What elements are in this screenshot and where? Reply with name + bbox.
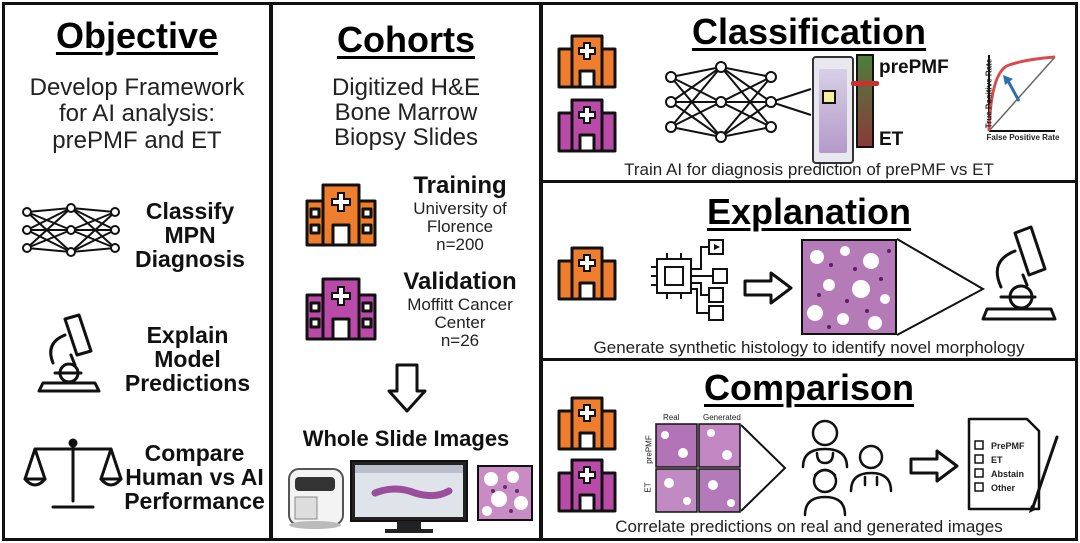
classification-title: Classification [691, 11, 927, 52]
compare-line-2: Human vs AI [125, 464, 264, 491]
neural-network-icon [22, 203, 120, 257]
training-line-2: Florence [426, 217, 494, 237]
grid-row-prepmf: prePMF [644, 435, 654, 464]
grid-col-real: Real [663, 413, 680, 422]
validation-label: Validation [403, 268, 517, 295]
item-classify: Classify MPN Diagnosis [115, 198, 265, 273]
goal-line-1: Develop Framework [29, 74, 245, 101]
hospital-orange-icon [305, 183, 377, 247]
objective-panel: Objective Develop Framework for AI analy… [2, 2, 272, 541]
objective-goal: Develop Framework for AI analysis: prePM… [5, 74, 269, 154]
wsi-zoom-tile [477, 465, 533, 521]
hospital-purple-icon [557, 98, 617, 153]
option-et: ET [991, 455, 1003, 465]
hospital-purple-icon [305, 277, 377, 341]
roc-curve-icon [987, 55, 1056, 132]
pathologists-icon [801, 419, 893, 517]
compare-line-3: Performance [124, 488, 265, 515]
comparison-caption: Correlate predictions on real and genera… [615, 517, 1003, 536]
neural-network-icon [665, 61, 812, 143]
answer-sheet-icon [967, 417, 1059, 513]
glass-slide-icon [812, 56, 854, 164]
grid-col-generated: Generated [703, 413, 741, 422]
option-prepmf: PrePMF [991, 441, 1025, 451]
validation-n: n=26 [440, 330, 480, 350]
option-other: Other [991, 483, 1016, 493]
classification-panel: Classification [540, 2, 1078, 184]
right-arrow-icon [743, 271, 793, 305]
zoom-triangle [896, 238, 986, 336]
explanation-caption: Generate synthetic histology to identify… [593, 338, 1025, 357]
comparison-title: Comparison [703, 367, 915, 408]
validation-line-2: Center [434, 313, 486, 333]
hospital-orange-icon [557, 246, 617, 301]
validation-line-1: Moffitt Cancer [407, 295, 513, 315]
hospital-orange-icon [557, 34, 617, 89]
goal-line-2: for AI analysis: [58, 100, 216, 128]
training-label: Training [413, 172, 507, 199]
training-cohort: Training University of Florence n=200 [385, 173, 535, 254]
wsi-label: Whole Slide Images [302, 426, 510, 451]
explanation-title: Explanation [706, 191, 912, 232]
synthetic-histology-tile [801, 239, 897, 335]
down-arrow-icon [387, 363, 427, 413]
comparison-panel: Comparison Real Generated prePMF ET [540, 358, 1078, 541]
histology-grid [655, 423, 741, 513]
roc-xlabel: False Positive Rate [986, 133, 1060, 142]
classify-line-2: MPN [164, 222, 216, 249]
slide-scanner-icon [288, 468, 344, 529]
cohorts-title: Cohorts [337, 19, 475, 60]
hospital-orange-icon [557, 396, 617, 451]
monitor-icon [350, 460, 468, 533]
cohorts-panel: Cohorts Digitized H&E Bone Marrow Biopsy… [270, 2, 542, 541]
probability-bar [851, 54, 879, 148]
hospital-purple-icon [557, 458, 617, 513]
desc-line-3: Biopsy Slides [333, 124, 479, 152]
classify-line-3: Diagnosis [135, 246, 245, 273]
validation-cohort: Validation Moffitt Cancer Center n=26 [381, 269, 539, 350]
cohorts-description: Digitized H&E Bone Marrow Biopsy Slides [273, 75, 539, 151]
right-arrow-icon [909, 449, 959, 483]
goal-line-3: prePMF and ET [52, 126, 222, 154]
training-n: n=200 [436, 234, 484, 254]
explanation-panel: Explanation [540, 180, 1078, 362]
training-line-1: University of [413, 199, 507, 219]
item-explain: Explain Model Predictions [105, 322, 269, 397]
zoom-triangle [740, 424, 787, 512]
explain-line-1: Explain [146, 322, 229, 348]
label-prepmf: prePMF [879, 57, 949, 78]
microscope-icon [981, 225, 1057, 321]
balance-scale-icon [23, 438, 123, 509]
item-compare: Compare Human vs AI Performance [117, 440, 269, 515]
objective-title: Objective [55, 15, 219, 56]
answer-options: PrePMF ET Abstain Other [991, 439, 1025, 495]
classify-line-1: Classify [145, 198, 235, 224]
option-abstain: Abstain [991, 469, 1025, 479]
classification-caption: Train AI for diagnosis prediction of pre… [624, 160, 994, 179]
microscope-icon [37, 313, 101, 393]
grid-row-et: ET [643, 482, 653, 493]
explain-line-3: Predictions [124, 370, 251, 397]
roc-ylabel: True Positive Rate [984, 58, 994, 129]
compare-line-1: Compare [144, 440, 245, 466]
desc-line-2: Bone Marrow [334, 99, 478, 127]
desc-line-1: Digitized H&E [331, 74, 481, 101]
explain-line-2: Model [154, 346, 221, 373]
generative-chip-icon [651, 239, 728, 321]
label-et: ET [879, 129, 904, 150]
